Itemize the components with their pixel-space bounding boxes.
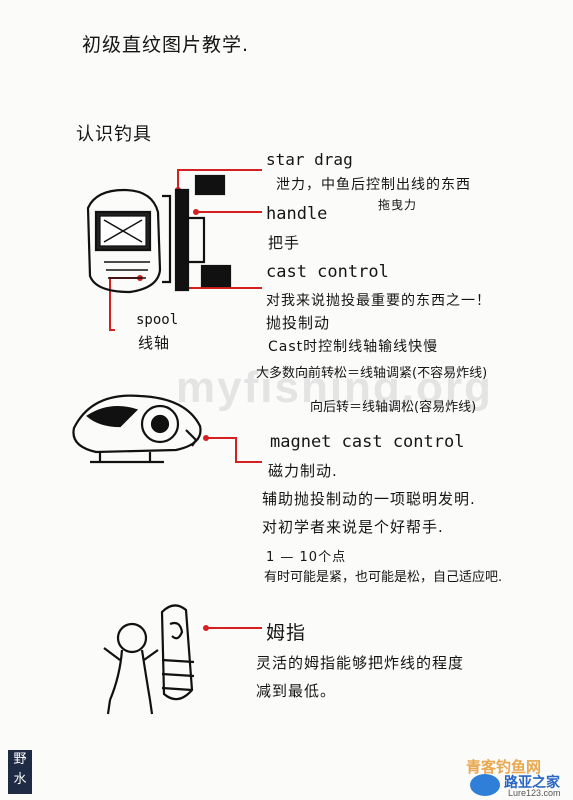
label-magnet-desc-5: 有时可能是紧，也可能是松，自己适应吧. [264, 570, 503, 585]
author-badge: 野水 [8, 750, 32, 794]
reel-back-sketch [86, 174, 232, 294]
logo-site-name: 路亚之家 [504, 775, 560, 791]
label-star-drag: star drag [266, 150, 353, 169]
label-cast-control-desc-5: 向后转＝线轴调松(容易炸线) [310, 400, 477, 415]
logo-mark-icon [470, 774, 500, 796]
site-logo: 青客钓鱼网 路亚之家 Lure123.com [466, 756, 570, 798]
logo-url: Lure123.com [508, 788, 561, 798]
label-magnet-desc-3: 对初学者来说是个好帮手. [262, 518, 444, 536]
label-magnet-cast-control: magnet cast control [270, 432, 465, 452]
label-magnet-desc-2: 辅助抛投制动的一项聪明发明. [262, 490, 476, 508]
label-thumb-desc-1: 灵活的姆指能够把炸线的程度 [256, 654, 465, 672]
watermark: myfishing.org [176, 363, 493, 412]
thumb-person-sketch [103, 604, 195, 715]
section-heading: 认识钓具 [76, 124, 152, 145]
logo-brand: 青客钓鱼网 [466, 758, 542, 776]
label-star-drag-desc: 泄力，中鱼后控制出线的东西 [276, 177, 471, 193]
label-thumb-desc-2: 减到最低。 [256, 682, 337, 700]
label-thumb: 姆指 [266, 622, 307, 644]
label-cast-control: cast control [266, 262, 389, 282]
label-handle-desc: 把手 [268, 234, 301, 252]
callout-dots [137, 187, 209, 631]
reel-side-sketch [72, 394, 202, 464]
label-star-drag-note: 拖曳力 [378, 198, 418, 212]
label-magnet-desc-4: 1 — 10个点 [266, 550, 347, 565]
label-spool: spool [136, 312, 179, 328]
label-magnet-desc-1: 磁力制动. [268, 462, 338, 480]
label-cast-control-desc-4: 大多数向前转松＝线轴调紧(不容易炸线) [256, 366, 488, 381]
label-cast-control-desc-3: Cast时控制线轴输线快慢 [268, 339, 439, 355]
author-badge-text: 野水 [13, 752, 27, 787]
label-handle: handle [266, 204, 328, 224]
page-title: 初级直纹图片教学. [82, 34, 250, 56]
label-spool-desc: 线轴 [138, 334, 171, 352]
label-cast-control-desc-2: 抛投制动 [266, 314, 331, 332]
label-cast-control-desc-1: 对我来说抛投最重要的东西之一！ [266, 293, 491, 309]
